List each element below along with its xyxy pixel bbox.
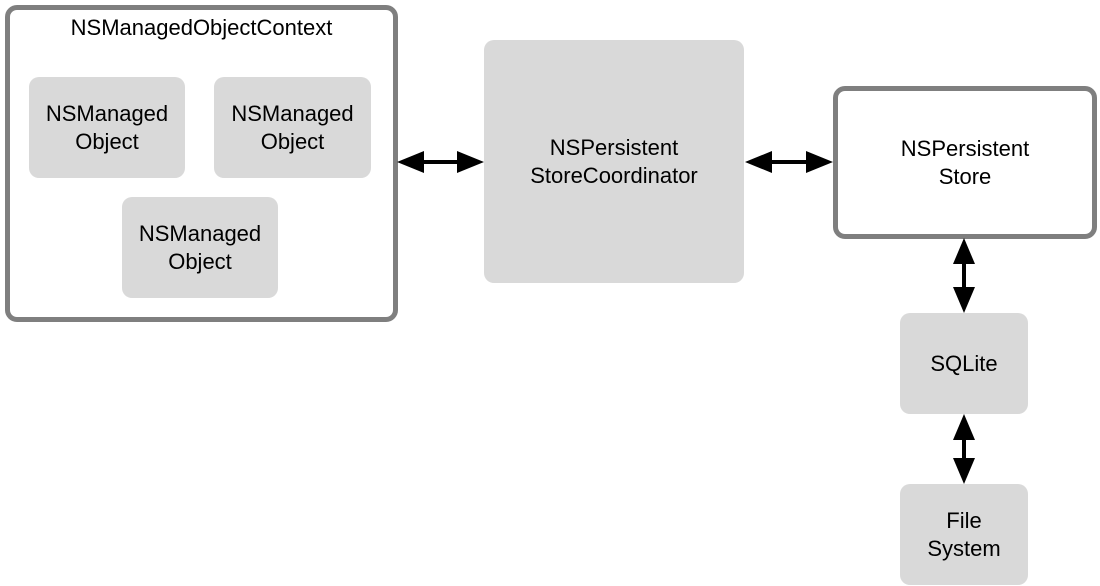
managed-object-context-title: NSManagedObjectContext: [70, 15, 333, 40]
managed-object-label-3: NSManaged Object: [138, 220, 262, 274]
managed-object-box-2: NSManaged Object: [214, 77, 371, 178]
persistent-store-label: NSPersistent Store: [900, 135, 1030, 189]
file-system-label: File System: [927, 507, 1001, 561]
arrow-store-sqlite: [953, 238, 975, 313]
persistent-store-label-wrap: NSPersistent Store: [833, 86, 1097, 239]
persistent-store-box: [833, 86, 1097, 239]
sqlite-label: SQLite: [930, 350, 998, 376]
managed-object-label-1: NSManaged Object: [45, 100, 169, 154]
persistent-store-coordinator-label: NSPersistent StoreCoordinator: [530, 134, 698, 188]
managed-object-box-1: NSManaged Object: [29, 77, 185, 178]
arrow-coordinator-store: [745, 151, 833, 173]
persistent-store-coordinator-box: NSPersistent StoreCoordinator: [484, 40, 744, 283]
sqlite-box: SQLite: [900, 313, 1028, 414]
arrow-context-coordinator: [397, 151, 484, 173]
file-system-box: File System: [900, 484, 1028, 585]
managed-object-box-3: NSManaged Object: [122, 197, 278, 298]
managed-object-label-2: NSManaged Object: [231, 100, 354, 154]
arrow-sqlite-filesystem: [953, 414, 975, 484]
